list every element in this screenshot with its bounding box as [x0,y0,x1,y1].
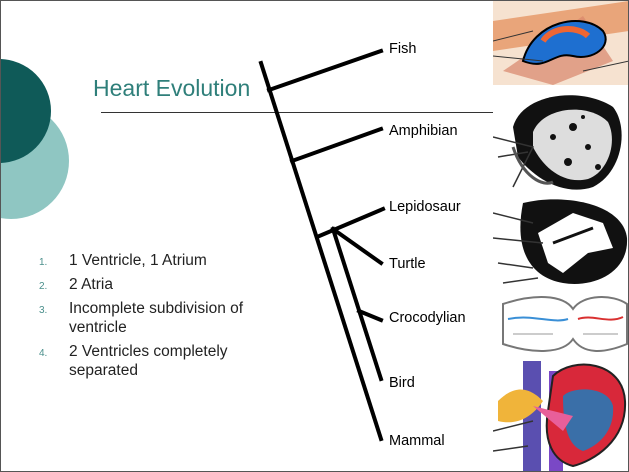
taxon-label-bird: Bird [389,375,415,391]
taxon-label-fish: Fish [389,41,416,57]
lepidosaur-heart-diagram [493,193,629,289]
branch-archosaur [333,229,381,379]
taxon-label-crocodylian: Crocodylian [389,310,466,326]
taxon-label-lepidosaur: Lepidosaur [389,199,461,215]
taxon-label-amphibian: Amphibian [389,123,458,139]
fish-heart-diagram [493,1,629,85]
crocodylian-heart-diagram [493,289,629,361]
amphibian-heart-diagram [493,87,629,193]
mammal-heart-diagram [493,361,629,472]
branch-lepidosaur [317,209,383,237]
taxon-label-mammal: Mammal [389,433,445,449]
branch-amphibian [292,129,381,161]
taxon-label-turtle: Turtle [389,256,426,272]
branch-fish [269,51,381,90]
